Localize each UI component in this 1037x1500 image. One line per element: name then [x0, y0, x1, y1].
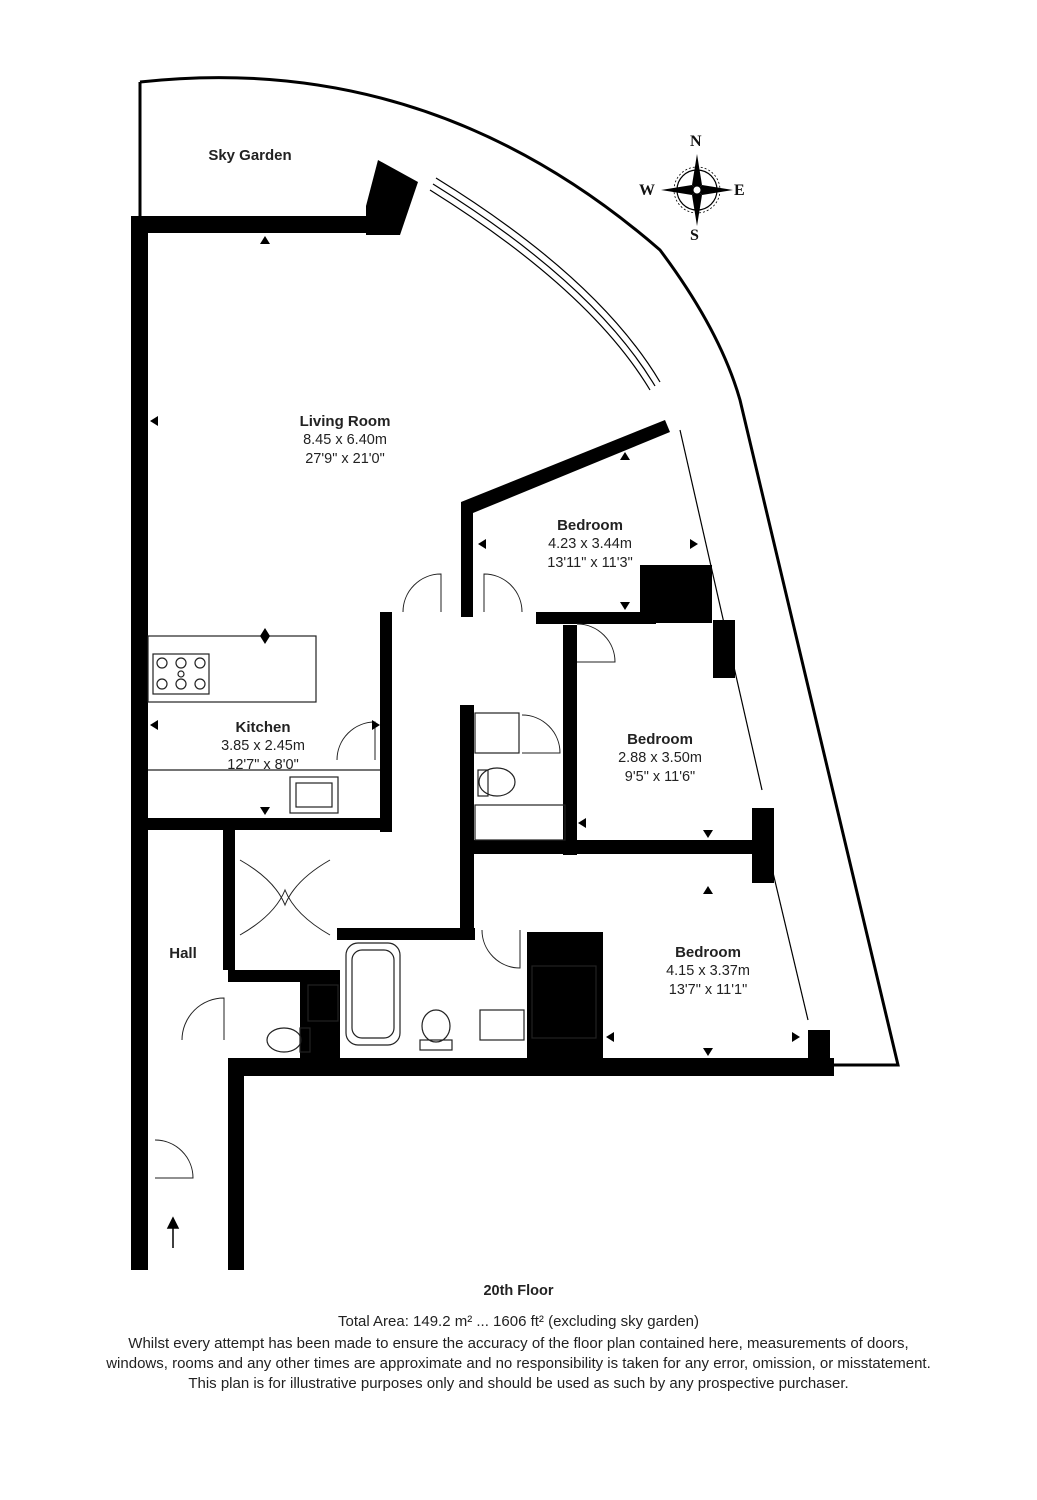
- room-metric: 8.45 x 6.40m: [303, 432, 387, 448]
- room-imperial: 13'11" x 11'3": [547, 555, 633, 571]
- room-imperial: 27'9" x 21'0": [305, 451, 385, 467]
- shower-tray-icon: [531, 965, 597, 1039]
- room-imperial: 12'7" x 8'0": [227, 757, 299, 773]
- floor-plan: [131, 76, 900, 1270]
- compass-north: N: [690, 133, 702, 150]
- plan-footer: 20th Floor Total Area: 149.2 m² ... 1606…: [0, 1283, 1037, 1394]
- bedroom-2-label: Bedroom 2.88 x 3.50m 9'5" x 11'6": [590, 730, 730, 787]
- living-room-label: Living Room 8.45 x 6.40m 27'9" x 21'0": [270, 412, 420, 469]
- toilet-icon: [478, 767, 516, 797]
- dimension-markers: [150, 236, 800, 1056]
- sky-garden-label: Sky Garden: [208, 147, 292, 164]
- bedroom-1-label: Bedroom 4.23 x 3.44m 13'11" x 11'3": [520, 516, 660, 573]
- hall-label: Hall: [169, 945, 197, 962]
- room-name: Bedroom: [557, 517, 623, 534]
- room-imperial: 13'7" x 11'1": [668, 982, 748, 998]
- room-metric: 2.88 x 3.50m: [618, 750, 702, 766]
- kitchen-fittings: [147, 635, 380, 814]
- shower-tray-icon: [474, 804, 566, 841]
- sky-garden-outline: [138, 76, 900, 1067]
- basin-icon: [474, 712, 520, 754]
- basin-icon: [479, 1009, 525, 1041]
- compass-west: W: [639, 182, 655, 199]
- compass-east: E: [734, 182, 745, 199]
- total-area: Total Area: 149.2 m² ... 1606 ft² (exclu…: [337, 1313, 700, 1330]
- disclaimer: Whilst every attempt has been made to en…: [106, 1335, 931, 1392]
- toilet-icon: [421, 1009, 451, 1043]
- room-name: Bedroom: [675, 944, 741, 961]
- entrance-arrow-icon: [166, 1216, 180, 1248]
- bathroom-fittings: [266, 712, 597, 1053]
- room-metric: 3.85 x 2.45m: [221, 738, 305, 754]
- toilet-icon: [266, 1027, 302, 1053]
- room-name: Kitchen: [235, 719, 291, 736]
- room-name: Living Room: [299, 413, 391, 430]
- bath-icon: [345, 942, 401, 1046]
- room-imperial: 9'5" x 11'6": [624, 769, 696, 785]
- sink-icon: [289, 776, 339, 814]
- compass-rose-icon: [661, 154, 733, 226]
- room-name: Bedroom: [627, 731, 693, 748]
- compass-south: S: [690, 227, 699, 244]
- floor-title: 20th Floor: [483, 1283, 554, 1299]
- kitchen-label: Kitchen 3.85 x 2.45m 12'7" x 8'0": [193, 718, 333, 775]
- door-swings: [154, 573, 616, 1179]
- hob-icon: [152, 653, 210, 695]
- room-metric: 4.23 x 3.44m: [548, 536, 632, 552]
- curved-glazing: [429, 177, 809, 1021]
- basin-icon: [307, 984, 339, 1022]
- bedroom-3-label: Bedroom 4.15 x 3.37m 13'7" x 11'1": [638, 943, 778, 1000]
- walls: [131, 160, 834, 1270]
- room-metric: 4.15 x 3.37m: [666, 963, 750, 979]
